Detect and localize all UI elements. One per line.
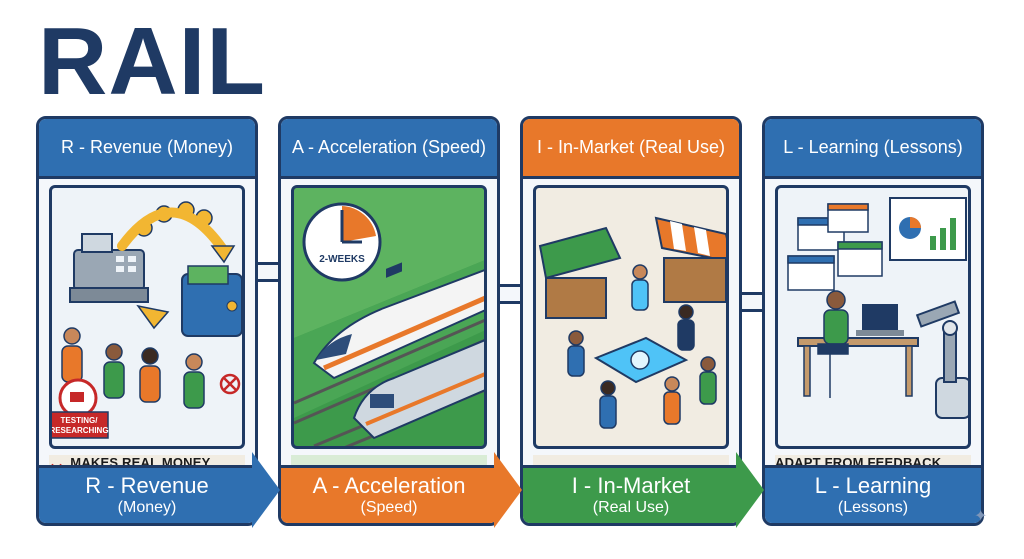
badge-line-1: TESTING/: [61, 416, 99, 425]
footer-subtitle: (Lessons): [837, 499, 909, 516]
desk-icon: [797, 337, 919, 397]
train-icon: [352, 339, 484, 440]
chart-icon: [889, 197, 967, 261]
revenue-illustration: TESTING/ RESEARCHING: [52, 201, 242, 439]
connector-1: [258, 262, 284, 282]
gear-icon: [593, 336, 689, 384]
panel-header: A - Acceleration (Speed): [281, 119, 497, 179]
in-market-scene: [533, 185, 729, 449]
clock-label: 2-WEEKS: [319, 254, 365, 265]
flow-arrow: [494, 452, 522, 528]
panel-footer: R - Revenue (Money): [39, 465, 255, 523]
footer-title: A - Acceleration: [312, 472, 466, 498]
panel-footer: L - Learning (Lessons): [765, 465, 981, 523]
panel-revenue: R - Revenue (Money): [36, 116, 258, 526]
footer-subtitle: (Speed): [360, 499, 418, 516]
revenue-scene: TESTING/ RESEARCHING: [49, 185, 245, 449]
panel-header: R - Revenue (Money): [39, 119, 255, 179]
footer-subtitle: (Real Use): [592, 499, 670, 516]
sparkle-icon: ✦: [974, 508, 988, 525]
connector-2: [500, 284, 526, 304]
panel-footer: I - In-Market (Real Use): [523, 465, 739, 523]
cash-register-icon: [69, 233, 149, 303]
badge-line-2: RESEARCHING: [52, 426, 109, 435]
learning-illustration: [787, 197, 968, 419]
person-icon: [817, 290, 849, 398]
acceleration-scene: 2-WEEKS: [291, 185, 487, 449]
clock-icon: 2-WEEKS: [302, 202, 382, 282]
footer-title: L - Learning: [814, 472, 932, 498]
footer-title: R - Revenue: [85, 472, 209, 498]
flow-arrow: [252, 452, 280, 528]
laptop-icon: [856, 304, 904, 336]
acceleration-illustration: 2-WEEKS: [294, 188, 484, 446]
panel-footer: A - Acceleration (Speed): [281, 465, 497, 523]
robot-arm-icon: [915, 300, 968, 419]
panel-learning: L - Learning (Lessons): [762, 116, 984, 526]
panel-in-market: I - In-Market (Real Use): [520, 116, 742, 526]
footer-subtitle: (Money): [117, 499, 177, 516]
market-stall-icon: [654, 216, 726, 303]
footer-title: I - In-Market: [571, 472, 691, 498]
panel-acceleration: A - Acceleration (Speed): [278, 116, 500, 526]
panel-header: I - In-Market (Real Use): [523, 119, 739, 179]
testing-badge-icon: [58, 378, 98, 418]
flow-arrow: [736, 452, 764, 528]
train-icon: [312, 262, 484, 380]
page-title: RAIL: [38, 8, 266, 115]
people-icon: [567, 264, 717, 429]
wallet-icon: [181, 265, 242, 337]
learning-scene: [775, 185, 971, 449]
market-stall-icon: [538, 226, 622, 319]
panel-header: L - Learning (Lessons): [765, 119, 981, 179]
dashboard-icon: [787, 203, 883, 291]
connector-3: [742, 292, 768, 312]
in-market-illustration: [538, 216, 726, 429]
close-icon: [219, 373, 241, 395]
